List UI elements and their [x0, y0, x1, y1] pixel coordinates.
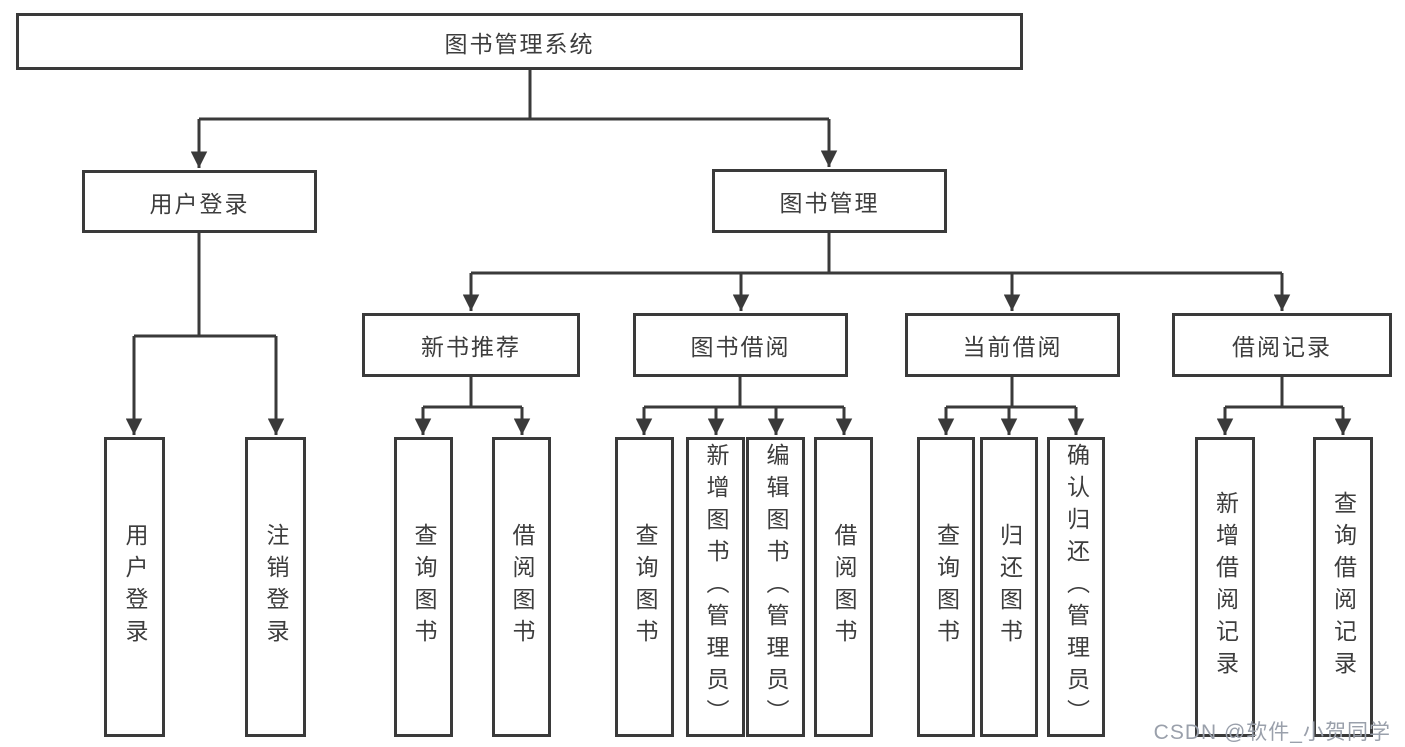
node-borrow-records: 借阅记录	[1172, 313, 1392, 377]
node-new-book-rec: 新书推荐	[362, 313, 580, 377]
leaf-add-borrow-record: 新增借阅记录	[1195, 437, 1255, 737]
leaf-edit-book-admin-label: 编辑图书（管理员）	[763, 443, 789, 731]
edge-current-borrow-trunk	[946, 377, 1076, 409]
leaf-query-books-1-label: 查询图书	[411, 523, 437, 651]
edge-borrow-records-trunk	[1225, 377, 1343, 409]
node-root: 图书管理系统	[16, 13, 1023, 70]
node-user-login: 用户登录	[82, 170, 317, 233]
leaf-query-books-3-label: 查询图书	[933, 523, 960, 651]
leaf-borrow-books-1: 借阅图书	[492, 437, 551, 737]
leaf-confirm-return-admin-label: 确认归还（管理员）	[1063, 443, 1090, 731]
leaf-edit-book-admin: 编辑图书（管理员）	[746, 437, 805, 737]
leaf-query-books-3: 查询图书	[917, 437, 975, 737]
leaf-query-books-1: 查询图书	[394, 437, 453, 737]
leaf-query-borrow-record: 查询借阅记录	[1313, 437, 1373, 737]
leaf-query-borrow-record-label: 查询借阅记录	[1330, 491, 1357, 683]
leaf-borrow-books-2-label: 借阅图书	[831, 523, 857, 651]
leaf-query-books-2: 查询图书	[615, 437, 674, 737]
leaf-borrow-books-2: 借阅图书	[814, 437, 873, 737]
leaf-add-borrow-record-label: 新增借阅记录	[1212, 491, 1239, 683]
node-current-borrow: 当前借阅	[905, 313, 1120, 377]
leaf-add-book-admin: 新增图书（管理员）	[686, 437, 745, 737]
leaf-user-login: 用户登录	[104, 437, 165, 737]
leaf-add-book-admin-label: 新增图书（管理员）	[703, 443, 729, 731]
edge-user-login-trunk	[134, 233, 276, 338]
leaf-borrow-books-1-label: 借阅图书	[509, 523, 535, 651]
leaf-return-book-label: 归还图书	[996, 523, 1023, 651]
leaf-logout-label: 注销登录	[263, 523, 289, 651]
leaf-user-login-label: 用户登录	[122, 523, 148, 651]
csdn-watermark: CSDN @软件_小贺同学	[1153, 721, 1391, 744]
edge-book-borrow-trunk	[644, 377, 844, 409]
leaf-logout: 注销登录	[245, 437, 306, 737]
edge-root-trunk	[199, 70, 829, 121]
leaf-return-book: 归还图书	[980, 437, 1038, 737]
leaf-confirm-return-admin: 确认归还（管理员）	[1047, 437, 1105, 737]
node-book-borrow: 图书借阅	[633, 313, 848, 377]
edge-new-book-rec-trunk	[423, 377, 522, 409]
edge-book-mgmt-trunk	[471, 233, 1282, 275]
node-book-mgmt: 图书管理	[712, 169, 947, 233]
leaf-query-books-2-label: 查询图书	[632, 523, 658, 651]
